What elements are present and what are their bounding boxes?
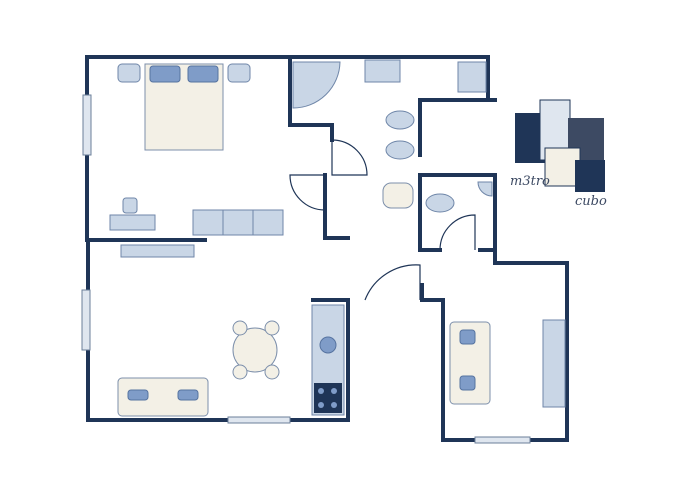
nightstand-left [117,63,141,83]
nightstand-right [227,63,251,83]
sink [364,59,401,83]
radiator-shelf [120,244,195,258]
bathroom-fixtures [292,59,487,209]
kitchen-sink [319,336,337,354]
living-window-left [81,289,91,351]
logo-building-4 [544,147,581,187]
pillow-right [187,65,219,83]
toilet [385,110,415,130]
cooktop [314,383,342,413]
logo-building-5 [575,160,605,192]
shower [292,61,341,109]
desk [109,214,156,231]
cushion-1 [127,389,149,401]
wc-door [439,214,476,251]
windows [81,94,531,444]
wc-sink [477,181,493,197]
tv-cabinet [542,319,566,408]
lounge-furniture [449,319,566,408]
washing-machine [457,61,487,93]
doors [289,139,476,301]
cushion-2 [177,389,199,401]
sofa-living [117,377,209,417]
chair-2 [264,320,280,336]
bedroom-door [289,174,326,211]
chair-1 [232,320,248,336]
bathroom-door [331,139,368,176]
bedroom-window [82,94,92,156]
living-door [364,264,421,301]
wardrobe [192,209,284,236]
lounge-cushion-2 [459,375,476,391]
lounge-cushion-1 [459,329,476,345]
armchair-hall [382,182,414,209]
wc-fixtures [425,181,493,213]
chair-4 [264,364,280,380]
logo-word-1: m3tro [510,174,550,189]
desk-chair [122,197,138,214]
dining-table [232,327,278,373]
pillow-left [149,65,181,83]
living-window-bottom [227,416,291,424]
lounge-window-bottom [474,436,531,444]
bidet [385,140,415,160]
wc-toilet [425,193,455,213]
logo: m3tro cubo [510,99,607,209]
logo-word-2: cubo [575,194,607,209]
living-furniture [117,304,345,417]
bedroom-furniture [109,63,284,258]
chair-3 [232,364,248,380]
